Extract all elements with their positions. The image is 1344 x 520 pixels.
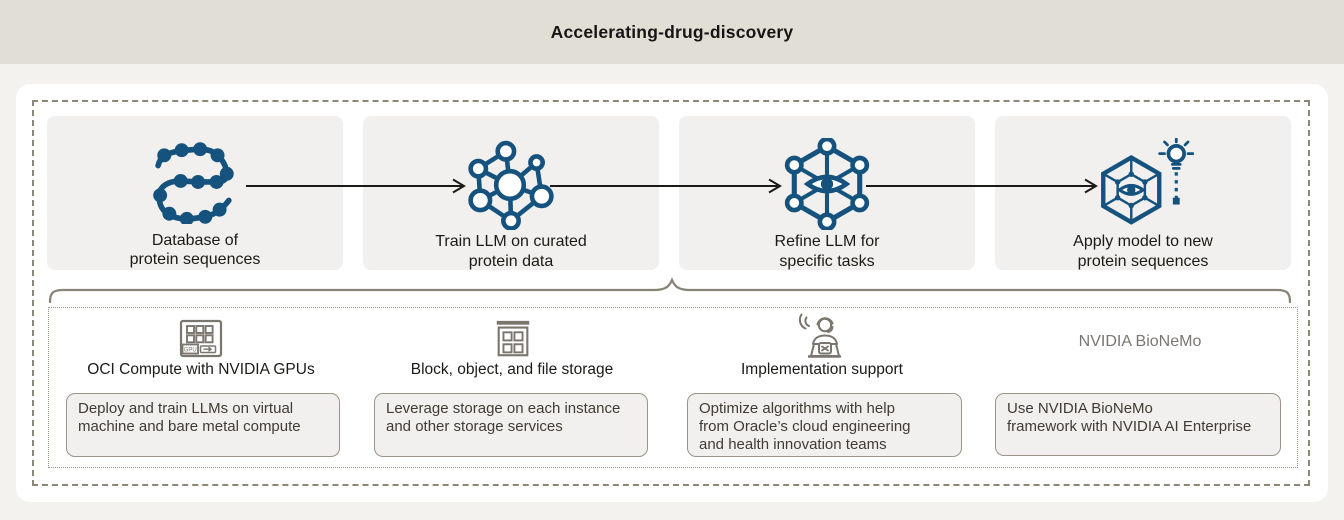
flow-arrow-1	[246, 178, 466, 194]
resource-box-bionemo: Use NVIDIA BioNeMo framework with NVIDIA…	[995, 393, 1281, 456]
network-eye-icon	[781, 138, 873, 230]
molecule-network-icon	[465, 138, 557, 230]
resources-dotted-frame	[48, 307, 1298, 468]
gpu-compute-icon: GPU	[179, 319, 223, 358]
flow-step-database: Database of protein sequences	[47, 116, 343, 270]
flow-step-label: Database of protein sequences	[129, 231, 261, 269]
flow-step-label: Train LLM on curated protein data	[435, 233, 587, 270]
flow-arrow-2	[550, 178, 782, 194]
flow-step-apply: Apply model to new protein sequences	[995, 116, 1291, 270]
workflow-dashed-frame	[32, 100, 1310, 486]
curly-brace	[48, 277, 1292, 304]
flow-step-refine: Refine LLM for specific tasks	[679, 116, 975, 270]
support-agent-icon	[798, 313, 841, 358]
flow-arrow-3	[866, 178, 1098, 194]
resource-heading-support: Implementation support	[741, 361, 903, 378]
title-bar: Accelerating-drug-discovery	[0, 0, 1344, 64]
protein-chain-icon	[153, 138, 237, 229]
resource-box-storage: Leverage storage on each instance and ot…	[374, 393, 648, 457]
flow-step-train: Train LLM on curated protein data	[363, 116, 659, 270]
page-title: Accelerating-drug-discovery	[550, 21, 794, 42]
resource-heading-bionemo: NVIDIA BioNeMo	[1078, 333, 1202, 350]
storage-icon	[496, 320, 530, 357]
resource-box-support: Optimize algorithms with help from Oracl…	[687, 393, 962, 457]
resource-box-compute: Deploy and train LLMs on virtual machine…	[66, 393, 340, 457]
resource-heading-storage: Block, object, and file storage	[410, 361, 614, 378]
svg-text:GPU: GPU	[184, 348, 197, 354]
network-insight-icon	[1092, 138, 1194, 230]
flow-step-label: Apply model to new protein sequences	[1073, 233, 1213, 270]
flow-step-label: Refine LLM for specific tasks	[774, 233, 880, 270]
resource-heading-compute: OCI Compute with NVIDIA GPUs	[87, 361, 315, 378]
